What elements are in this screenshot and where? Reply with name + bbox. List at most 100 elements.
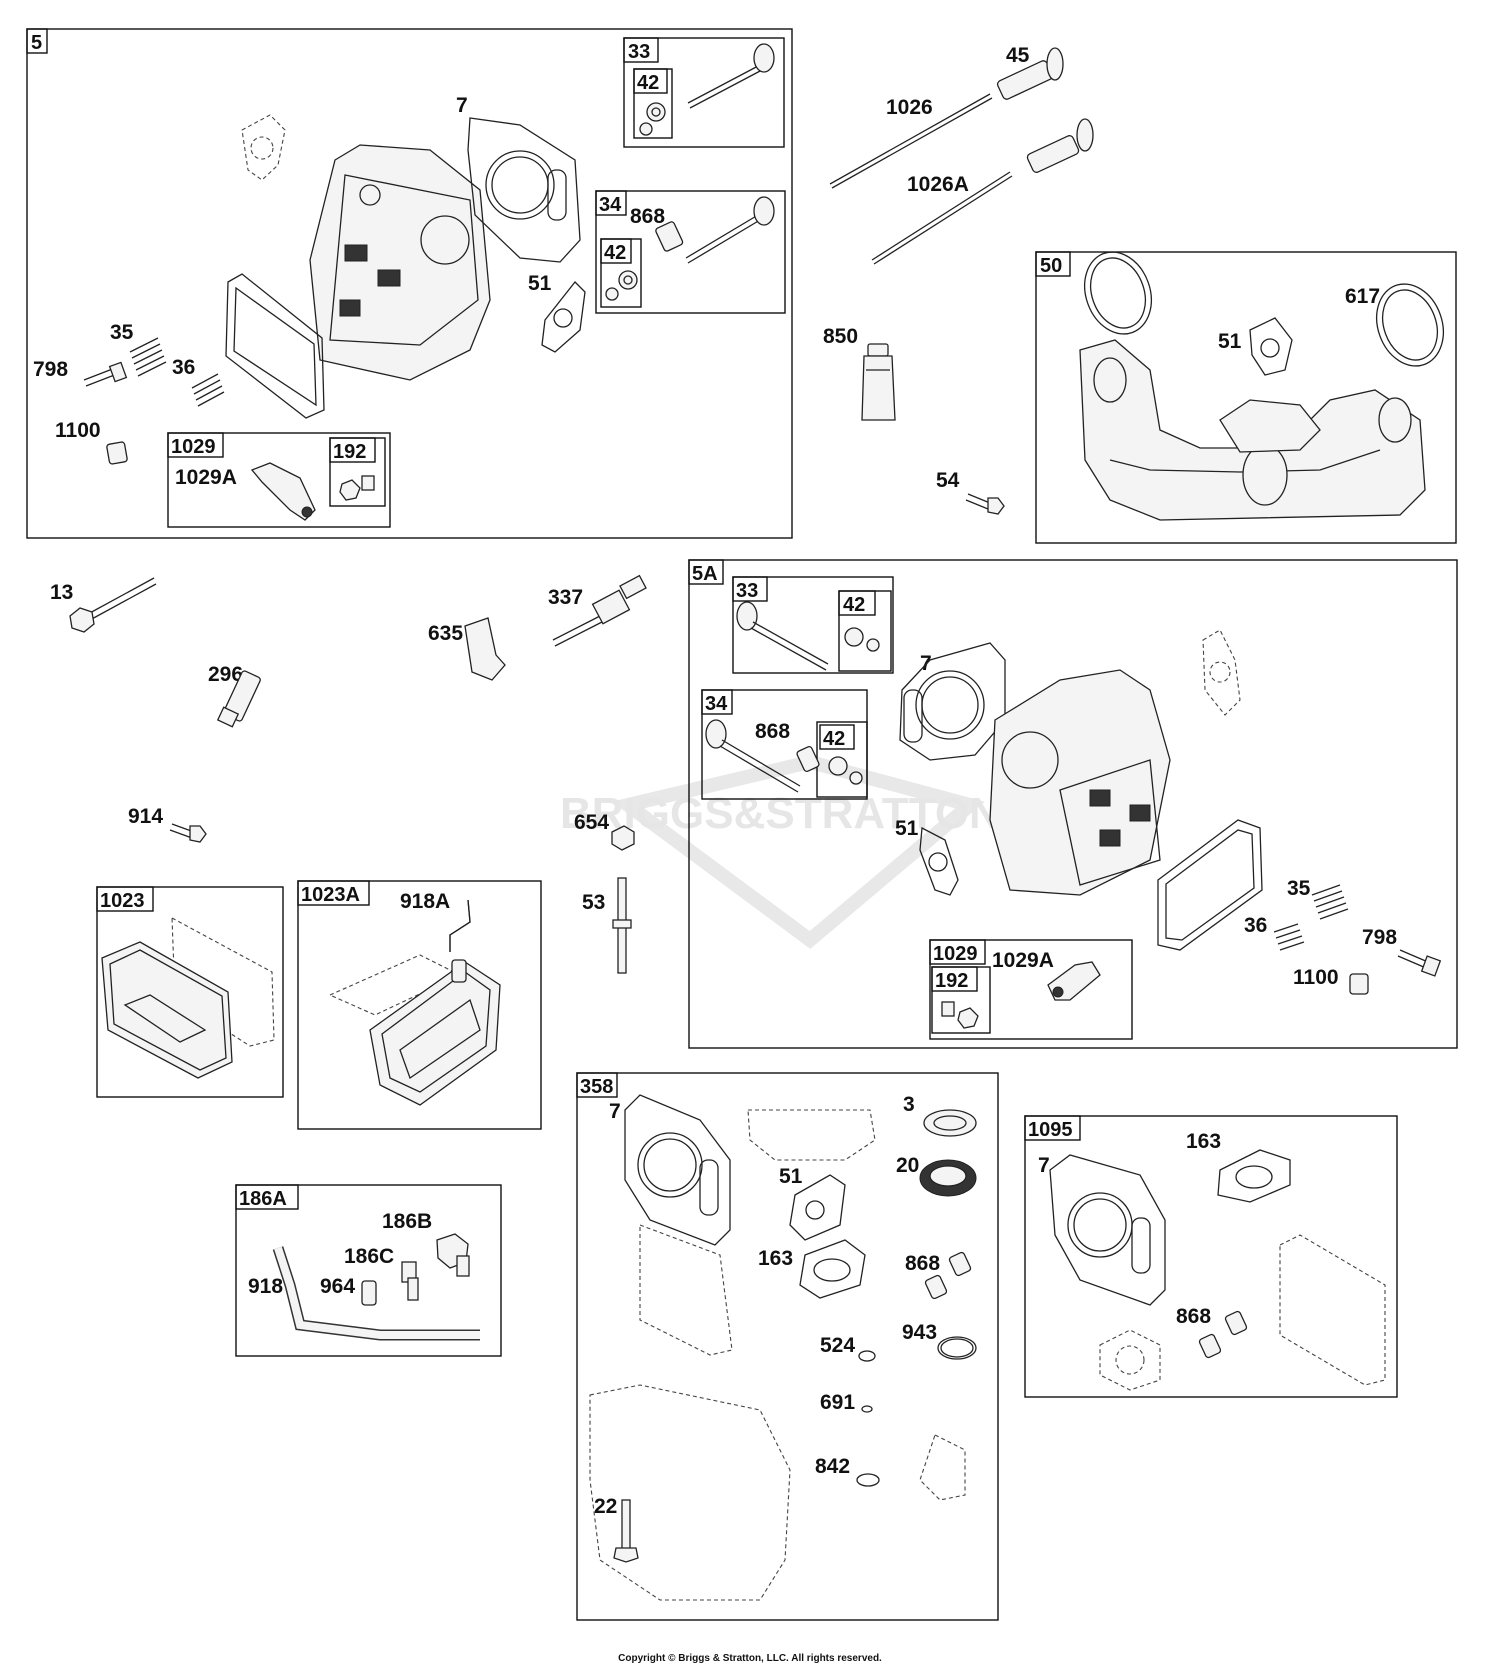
group-192-label: 192	[333, 441, 366, 463]
group-1029-label: 1029	[171, 436, 216, 458]
group-33-label: 33	[736, 580, 758, 602]
label-36: 36	[172, 356, 195, 379]
label-964: 964	[320, 1275, 355, 1298]
group-192-label: 192	[935, 970, 968, 992]
label-914: 914	[128, 805, 163, 828]
group-5A-label: 5A	[692, 563, 718, 585]
intake-manifold-illustration	[1079, 339, 1426, 521]
group-42-label: 42	[637, 72, 659, 94]
spring-36-5A-illustration	[1273, 923, 1305, 951]
stud-53-illustration	[612, 877, 632, 974]
valve-exhaust-5A-illustration	[705, 719, 863, 793]
label-868: 868	[755, 720, 790, 743]
label-868: 868	[630, 205, 665, 228]
gasket-163-358-illustration	[799, 1239, 866, 1299]
part-296-illustration	[216, 670, 261, 728]
rocker-arm-illustration	[250, 462, 375, 521]
gasket-ring-617-illustration	[1376, 283, 1444, 367]
clip-1100-illustration	[106, 441, 128, 465]
label-1026: 1026	[886, 96, 933, 119]
group-358-panel: 358 7 3 20 51 163	[576, 1072, 999, 1621]
hose-918-illustration	[272, 1246, 480, 1341]
ring-691-illustration	[861, 1405, 873, 1413]
label-22: 22	[594, 1495, 617, 1518]
group-1095-label: 1095	[1028, 1119, 1073, 1141]
label-617: 617	[1345, 285, 1380, 308]
label-53: 53	[582, 891, 605, 914]
watermark-text: BRIGGS&STRATTON	[560, 789, 1001, 838]
gasket-ring-left-illustration	[1084, 251, 1152, 335]
valve-intake-illustration	[639, 43, 775, 136]
group-5-panel: 5 33 42 34 868 42	[26, 28, 793, 539]
intake-gasket-dashed-illustration	[241, 114, 286, 181]
seal-3-illustration	[923, 1109, 977, 1137]
clip-1100-5A-illustration	[1349, 973, 1369, 995]
bolt-54-illustration	[965, 493, 1005, 515]
gasket-51-5A-illustration	[919, 826, 959, 896]
label-798: 798	[1362, 926, 1397, 949]
sealant-tube-850-illustration	[861, 343, 896, 421]
cylinder-head-5A-illustration	[989, 669, 1171, 896]
rocker-arm-5A-illustration	[941, 961, 1101, 1029]
label-51: 51	[779, 1165, 803, 1188]
head-gasket-illustration	[467, 117, 581, 263]
label-798: 798	[33, 358, 68, 381]
hose-918A-illustration	[449, 899, 471, 952]
label-1029A: 1029A	[992, 949, 1054, 972]
seal-20-illustration	[919, 1159, 977, 1197]
part-45-illustration	[996, 47, 1064, 100]
label-918: 918	[248, 1275, 283, 1298]
label-36: 36	[1244, 914, 1267, 937]
label-35: 35	[110, 321, 134, 344]
gasket-51-358-illustration	[789, 1174, 846, 1241]
ring-524-illustration	[858, 1350, 876, 1362]
label-850: 850	[823, 325, 858, 348]
pushrod-1026A-illustration	[871, 118, 1094, 265]
group-34-label: 34	[599, 194, 622, 216]
watermark: BRIGGS&STRATTON	[560, 754, 1001, 949]
bolt-22-illustration	[613, 1499, 639, 1563]
label-868: 868	[1176, 1305, 1211, 1328]
guides-868-358-illustration	[924, 1251, 972, 1300]
label-51: 51	[528, 272, 552, 295]
label-51: 51	[895, 817, 919, 840]
valve-intake-5A-illustration	[736, 601, 880, 671]
label-1100: 1100	[1293, 966, 1339, 989]
cylinder-head-illustration	[309, 144, 491, 381]
intake-gasket-5A-dashed-illustration	[1202, 629, 1241, 716]
fitting-186C-illustration	[401, 1261, 419, 1301]
head-gasket-1095-illustration	[1049, 1154, 1166, 1306]
label-7: 7	[920, 652, 932, 675]
label-13: 13	[50, 581, 73, 604]
label-1029A: 1029A	[175, 466, 237, 489]
bolt-798-5A-illustration	[1397, 949, 1442, 977]
spark-plug-337-illustration	[552, 574, 647, 647]
group-42-label: 42	[823, 728, 845, 750]
label-45: 45	[1006, 44, 1030, 67]
label-163: 163	[1186, 1130, 1221, 1153]
group-50-panel: 50 617 51	[1035, 251, 1457, 544]
label-296: 296	[208, 663, 243, 686]
gasket-163-1095-illustration	[1217, 1149, 1291, 1203]
group-186A-panel: 186A 186B 186C 918 964	[235, 1184, 502, 1357]
label-842: 842	[815, 1455, 850, 1478]
label-51: 51	[1218, 330, 1242, 353]
group-1023-panel: 1023	[96, 886, 284, 1098]
group-50-label: 50	[1040, 255, 1062, 277]
label-918A: 918A	[400, 890, 450, 913]
spring-35-illustration	[129, 337, 167, 377]
label-186C: 186C	[344, 1245, 394, 1268]
group-358-label: 358	[580, 1076, 613, 1098]
label-654: 654	[574, 811, 609, 834]
group-34-label: 34	[705, 693, 728, 715]
label-943: 943	[902, 1321, 937, 1344]
group-1029-label: 1029	[933, 943, 978, 965]
group-42-label: 42	[843, 594, 865, 616]
group-42-label: 42	[604, 242, 626, 264]
guides-868-1095-illustration	[1198, 1310, 1248, 1359]
bolt-13-illustration	[69, 577, 157, 633]
bolt-798-illustration	[83, 361, 128, 387]
valve-cover-illustration	[101, 917, 275, 1079]
group-1023-label: 1023	[100, 890, 145, 912]
